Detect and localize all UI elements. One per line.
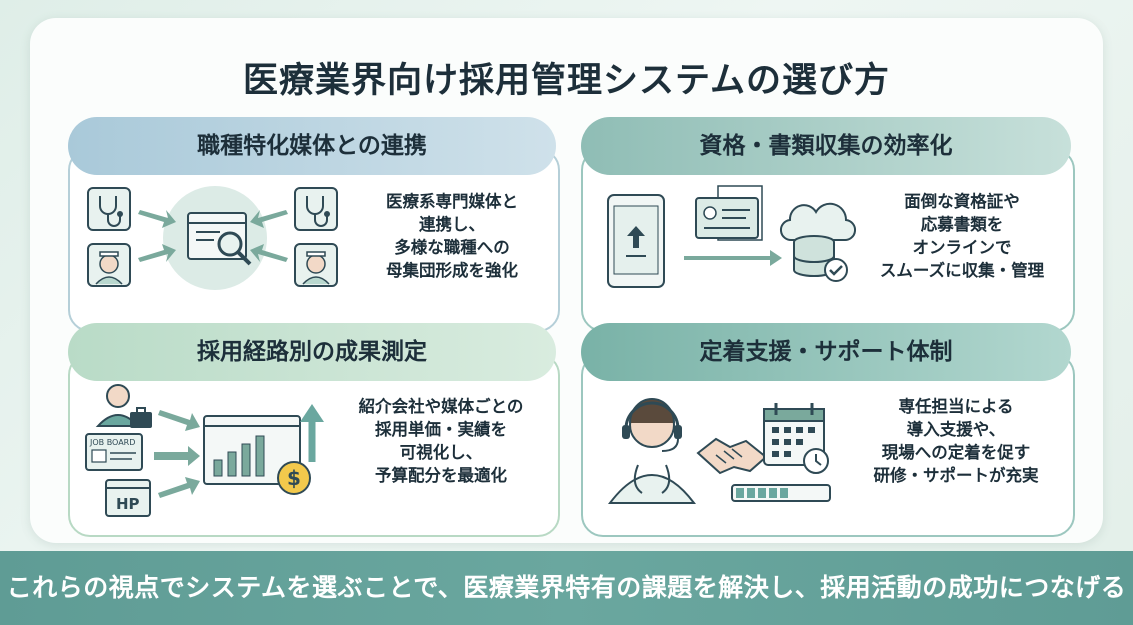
- card-media-integration-heading: 職種特化媒体との連携: [68, 117, 556, 175]
- arrow-right-icon: [154, 410, 200, 498]
- hp-label: HP: [116, 495, 140, 513]
- nurse-icon: [87, 243, 131, 287]
- stethoscope-icon: [294, 187, 338, 231]
- card-media-integration: [68, 148, 560, 332]
- progress-bar-icon: [731, 484, 831, 502]
- desc-line: 連携し、: [419, 215, 485, 234]
- desc-line: 予算配分を最適化: [375, 466, 507, 485]
- desc-line: 導入支援や、: [906, 420, 1006, 439]
- desc-line: 採用単価・実績を: [375, 420, 507, 439]
- desc-line: 医療系専門媒体と: [386, 192, 518, 211]
- desc-line: オンラインで: [912, 238, 1012, 257]
- check-circle-icon: [824, 258, 848, 282]
- search-document-icon: [187, 212, 252, 266]
- desc-line: 多様な職種への: [394, 238, 510, 257]
- support-operator-icon: [607, 398, 697, 504]
- card-media-integration-description: 医療系専門媒体と 連携し、 多様な職種への 母集団形成を強化: [352, 190, 552, 282]
- arrow-right-icon: [138, 210, 176, 262]
- svg-text:$: $: [287, 466, 301, 490]
- desc-line: 応募書類を: [920, 215, 1004, 234]
- document-collection-illustration: [607, 185, 856, 288]
- footer-banner: これらの視点でシステムを選ぶことで、医療業界特有の課題を解決し、採用活動の成功に…: [0, 551, 1133, 625]
- media-integration-illustration: [87, 186, 338, 290]
- job-board-icon: JOB BOARD: [85, 433, 143, 471]
- dollar-coin-icon: $: [277, 461, 311, 495]
- job-board-label: JOB BOARD: [89, 438, 135, 447]
- channel-measurement-illustration: JOB BOARD HP $: [85, 384, 324, 517]
- clock-icon: [803, 448, 829, 474]
- arrow-left-icon: [250, 210, 288, 262]
- desc-line: 母集団形成を強化: [386, 261, 518, 280]
- homepage-icon: HP: [105, 479, 151, 517]
- page-title: 医療業界向け採用管理システムの選び方: [243, 61, 890, 101]
- stethoscope-icon: [87, 187, 131, 231]
- card-channel-measurement-description: 紹介会社や媒体ごとの 採用単価・実績を 可視化し、 予算配分を最適化: [330, 395, 552, 487]
- card-document-collection-heading: 資格・書類収集の効率化: [581, 117, 1071, 175]
- card-document-collection-description: 面倒な資格証や 応募書類を オンラインで スムーズに収集・管理: [862, 190, 1062, 282]
- desc-line: スムーズに収集・管理: [879, 261, 1045, 280]
- desc-line: 研修・サポートが充実: [873, 466, 1039, 485]
- desc-line: 面倒な資格証や: [904, 192, 1020, 211]
- desc-line: 現場への定着を促す: [881, 443, 1031, 462]
- tablet-upload-icon: [607, 194, 665, 288]
- card-retention-support-heading: 定着支援・サポート体制: [581, 323, 1071, 381]
- desc-line: 専任担当による: [898, 397, 1014, 416]
- arrow-right-icon: [684, 250, 782, 266]
- id-card-document-icon: [695, 185, 763, 241]
- card-channel-measurement-heading: 採用経路別の成果測定: [68, 323, 556, 381]
- cloud-database-icon: [780, 202, 856, 277]
- retention-support-illustration: [607, 398, 831, 504]
- recruiter-agent-icon: [95, 384, 152, 428]
- desc-line: 紹介会社や媒体ごとの: [358, 397, 524, 416]
- handshake-icon: [696, 437, 768, 475]
- nurse-icon: [294, 243, 338, 287]
- card-retention-support-description: 専任担当による 導入支援や、 現場への定着を促す 研修・サポートが充実: [850, 395, 1062, 487]
- desc-line: 可視化し、: [399, 443, 483, 462]
- arrow-up-icon: [300, 404, 324, 462]
- bar-chart-icon: [203, 415, 301, 485]
